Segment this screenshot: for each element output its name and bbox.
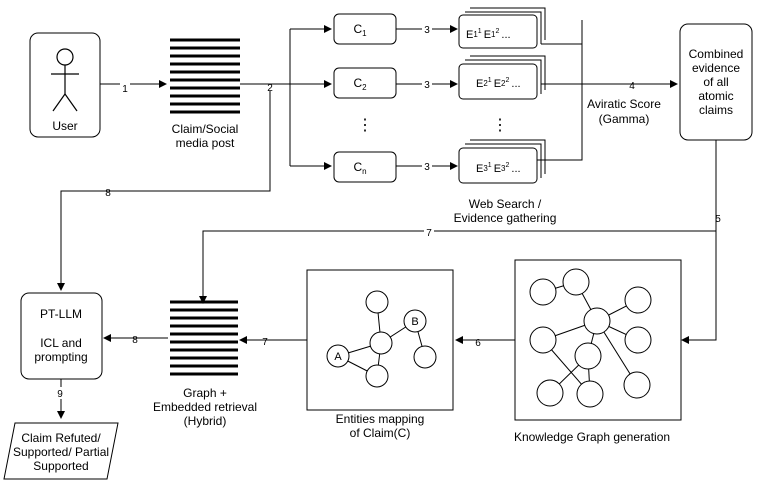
evidence-stack-2 — [458, 55, 546, 100]
web-search-label-1: Web Search / — [469, 197, 542, 211]
entity-node-b: B — [411, 316, 418, 328]
combined-line-3: of all — [703, 75, 728, 89]
edge-8-upper — [57, 91, 271, 291]
claim-box-n: Cn — [333, 151, 397, 183]
edge-2 — [240, 25, 332, 170]
ptllm-label-3: prompting — [34, 350, 87, 364]
combined-line-2: evidence — [692, 61, 740, 75]
claim-letter-1: C — [353, 22, 362, 36]
document-lines-icon — [170, 300, 238, 376]
claim-post-label-1: Claim/Social — [172, 122, 239, 136]
aviratic-label-2: (Gamma) — [599, 112, 650, 126]
step-1-label: 1 — [122, 84, 128, 95]
entity-graph-icon — [326, 290, 437, 388]
edge-1: 1 — [100, 80, 167, 95]
evidence-ellipsis: ⋮ — [492, 117, 508, 134]
combined-line-4: atomic — [698, 89, 733, 103]
web-search-label-2: Evidence gathering — [454, 211, 557, 225]
edge-4 — [537, 20, 678, 161]
claim-sub-1: 1 — [362, 29, 367, 38]
ptllm-label-2: ICL and — [40, 336, 82, 350]
claim-box-2: C2 — [333, 67, 397, 99]
knowledge-graph-icon — [529, 268, 652, 408]
step-7a-label: 7 — [426, 228, 432, 239]
knowledge-graph-node: Knowledge Graph generation — [514, 259, 682, 444]
claim-post-node: Claim/Social media post — [170, 38, 240, 150]
step-3c-label: 3 — [424, 162, 430, 173]
edge-5 — [681, 140, 717, 344]
retrieval-label-1: Graph + — [183, 386, 227, 400]
evidence-stack-1 — [458, 7, 546, 49]
edge-7-upper — [199, 230, 716, 304]
step-3b-label: 3 — [424, 80, 430, 91]
step-8b-label: 8 — [132, 335, 138, 346]
output-label-2: Supported/ Partial — [13, 445, 109, 459]
claim-sub-n: n — [362, 167, 366, 176]
claim-letter-n: C — [353, 160, 362, 174]
entity-node-a: A — [334, 351, 342, 363]
retrieval-node: Graph + Embedded retrieval (Hybrid) — [153, 300, 257, 428]
edges-3 — [396, 25, 458, 170]
output-label-3: Supported — [33, 459, 88, 473]
entities-mapping-node: A B Entities mapping of Claim(C) — [306, 269, 454, 440]
claim-box-1: C1 — [333, 13, 397, 45]
claim-post-label-2: media post — [176, 136, 235, 150]
svg-text:Cn: Cn — [353, 160, 366, 176]
kg-label: Knowledge Graph generation — [514, 430, 670, 444]
claim-sub-2: 2 — [362, 83, 367, 92]
retrieval-label-3: (Hybrid) — [184, 414, 227, 428]
svg-text:C2: C2 — [353, 76, 367, 92]
step-9-label: 9 — [57, 389, 63, 400]
user-stick-figure-icon — [51, 48, 79, 112]
pt-llm-node: PT-LLM ICL and prompting — [20, 292, 103, 380]
output-node: Claim Refuted/ Supported/ Partial Suppor… — [3, 422, 119, 480]
step-3a-label: 3 — [424, 25, 430, 36]
document-lines-icon — [170, 38, 240, 114]
step-7b-label: 7 — [262, 337, 268, 348]
step-8a-label: 8 — [105, 188, 111, 199]
step-4-label: 4 — [629, 81, 635, 92]
evidence-stack-3 — [458, 139, 546, 184]
step-2-label: 2 — [267, 83, 273, 94]
claim-letter-2: C — [353, 76, 362, 90]
combined-line-1: Combined — [689, 47, 744, 61]
retrieval-label-2: Embedded retrieval — [153, 400, 257, 414]
claims-ellipsis: ⋮ — [357, 117, 373, 134]
user-node: User — [29, 32, 101, 138]
ptllm-label-1: PT-LLM — [40, 307, 82, 321]
aviratic-label-1: Aviratic Score — [587, 97, 661, 111]
user-label: User — [52, 119, 77, 133]
output-label-1: Claim Refuted/ — [21, 431, 101, 445]
entities-label-1: Entities mapping — [336, 412, 425, 426]
entities-label-2: of Claim(C) — [350, 426, 411, 440]
combined-evidence-node: Combined evidence of all atomic claims — [679, 23, 753, 141]
step-5-label: 5 — [715, 214, 721, 225]
combined-line-5: claims — [699, 103, 733, 117]
svg-text:C1: C1 — [353, 22, 367, 38]
step-6-label: 6 — [475, 338, 481, 349]
